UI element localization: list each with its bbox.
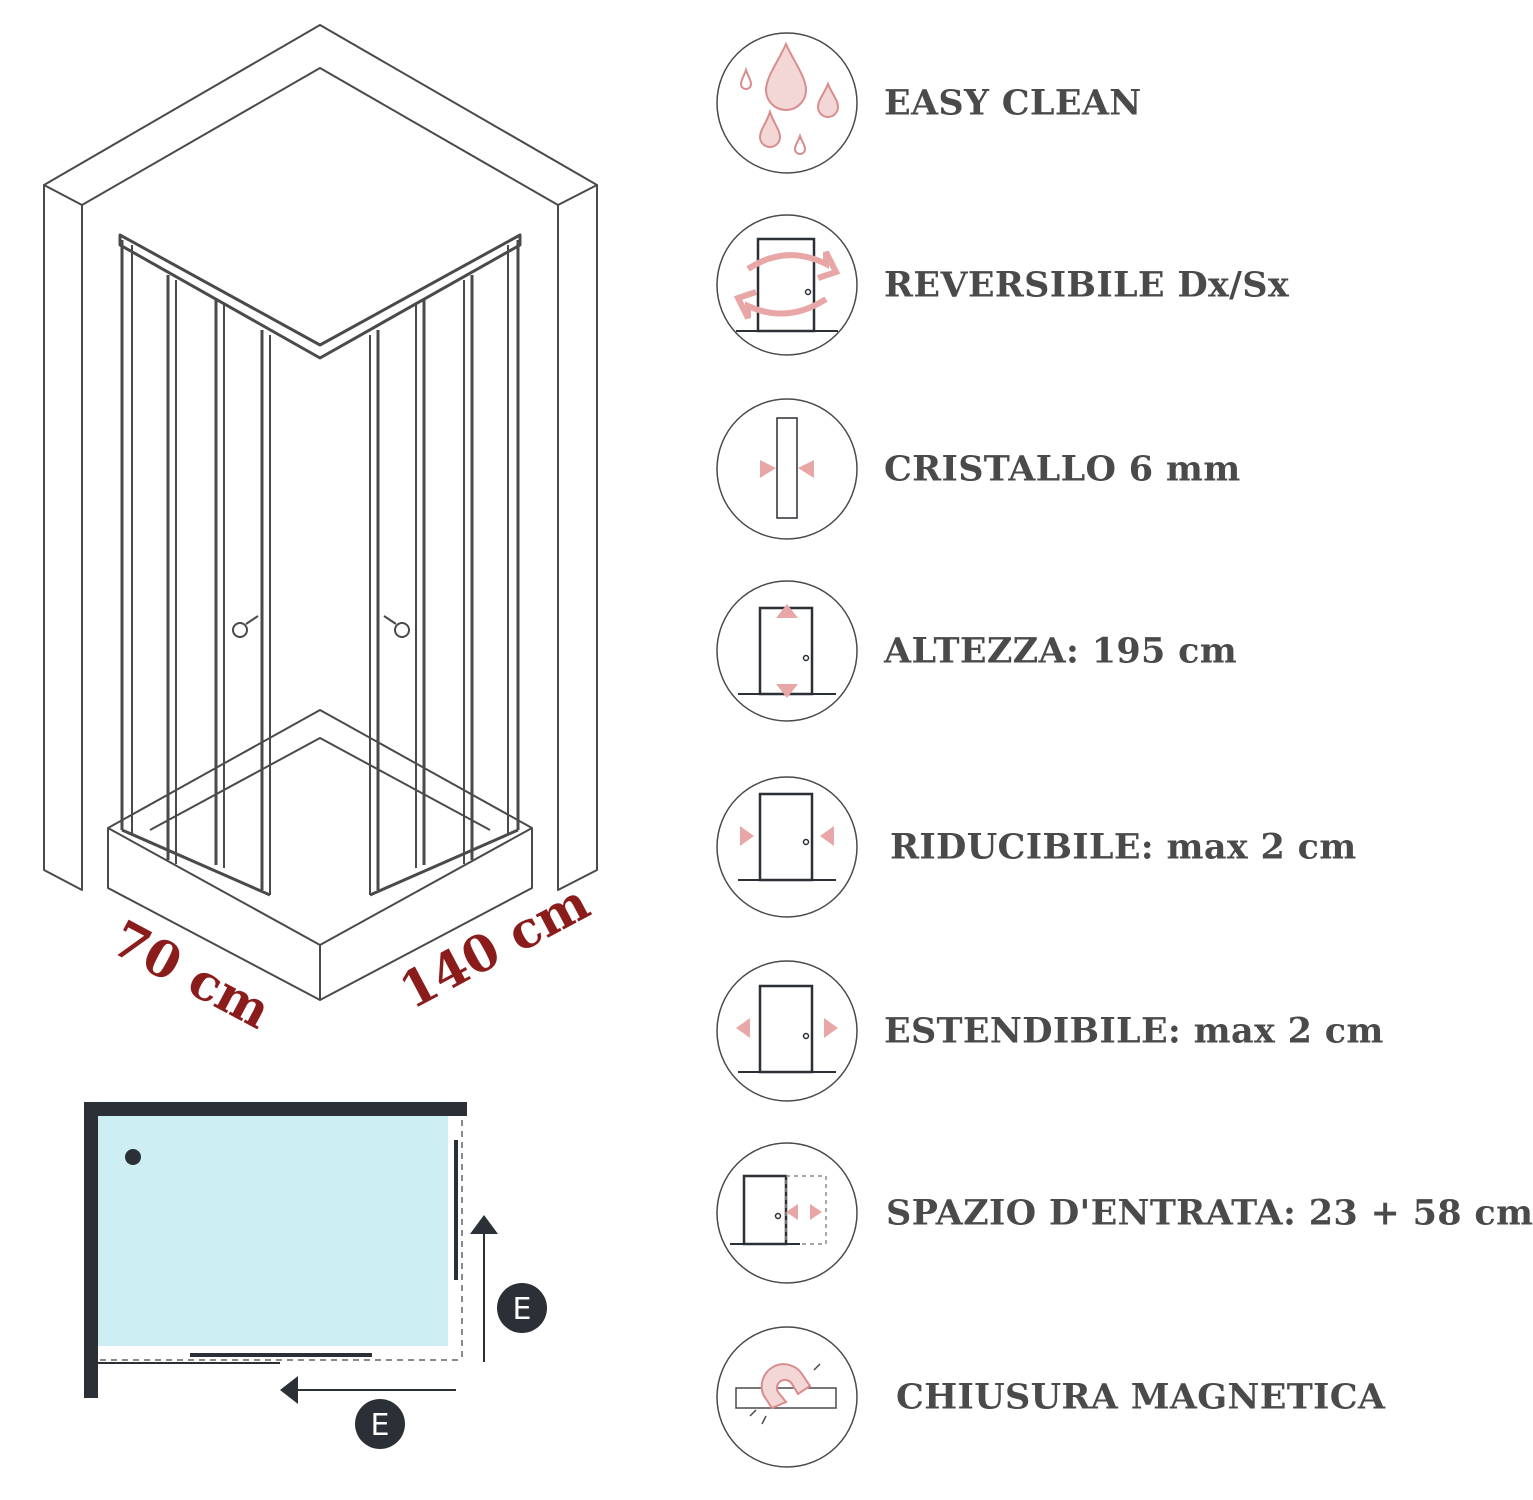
entry-space-icon (716, 1142, 858, 1284)
feature-height: ALTEZZA: 195 cm (716, 580, 1496, 722)
entry-marker-horizontal (355, 1399, 405, 1449)
water-drops-icon (716, 32, 858, 174)
feature-label: ESTENDIBILE: max 2 cm (884, 1010, 1384, 1052)
reversible-door-icon (716, 214, 858, 356)
feature-label: ALTEZZA: 195 cm (884, 630, 1238, 672)
shower-diagram: 70 cm 140 cm E E (43, 24, 599, 1449)
feature-label: CHIUSURA MAGNETICA (896, 1376, 1386, 1418)
entry-marker-vertical (497, 1283, 547, 1333)
feature-glass: CRISTALLO 6 mm (716, 398, 1496, 540)
feature-reducible: RIDUCIBILE: max 2 cm (716, 776, 1496, 918)
magnet-icon (716, 1326, 858, 1468)
door-height-icon (716, 580, 858, 722)
door-reduce-icon (716, 776, 858, 918)
feature-easy-clean: EASY CLEAN (716, 32, 1496, 174)
plan-arrow-left-icon (280, 1376, 298, 1404)
entry-marker-horizontal-label: E (371, 1408, 390, 1443)
plan-drain-icon (125, 1149, 141, 1165)
plan-view: E E (84, 1102, 547, 1449)
plan-frame-left (84, 1102, 98, 1398)
feature-label: RIDUCIBILE: max 2 cm (890, 826, 1357, 868)
feature-label: EASY CLEAN (884, 82, 1142, 124)
feature-magnetic-closure: CHIUSURA MAGNETICA (716, 1326, 1496, 1468)
isometric-shower (43, 24, 598, 1001)
feature-extendable: ESTENDIBILE: max 2 cm (716, 960, 1496, 1102)
glass-thickness-icon (716, 398, 858, 540)
entry-marker-vertical-label: E (513, 1292, 532, 1327)
plan-glass-area (98, 1116, 448, 1346)
plan-arrow-up-icon (470, 1215, 498, 1234)
feature-label: CRISTALLO 6 mm (884, 448, 1241, 490)
feature-label: REVERSIBILE Dx/Sx (884, 264, 1290, 306)
feature-label: SPAZIO D'ENTRATA: 23 + 58 cm (886, 1192, 1533, 1234)
feature-entry-space: SPAZIO D'ENTRATA: 23 + 58 cm (716, 1142, 1533, 1284)
door-extend-icon (716, 960, 858, 1102)
feature-reversible: REVERSIBILE Dx/Sx (716, 214, 1496, 356)
plan-frame-top (84, 1102, 467, 1116)
